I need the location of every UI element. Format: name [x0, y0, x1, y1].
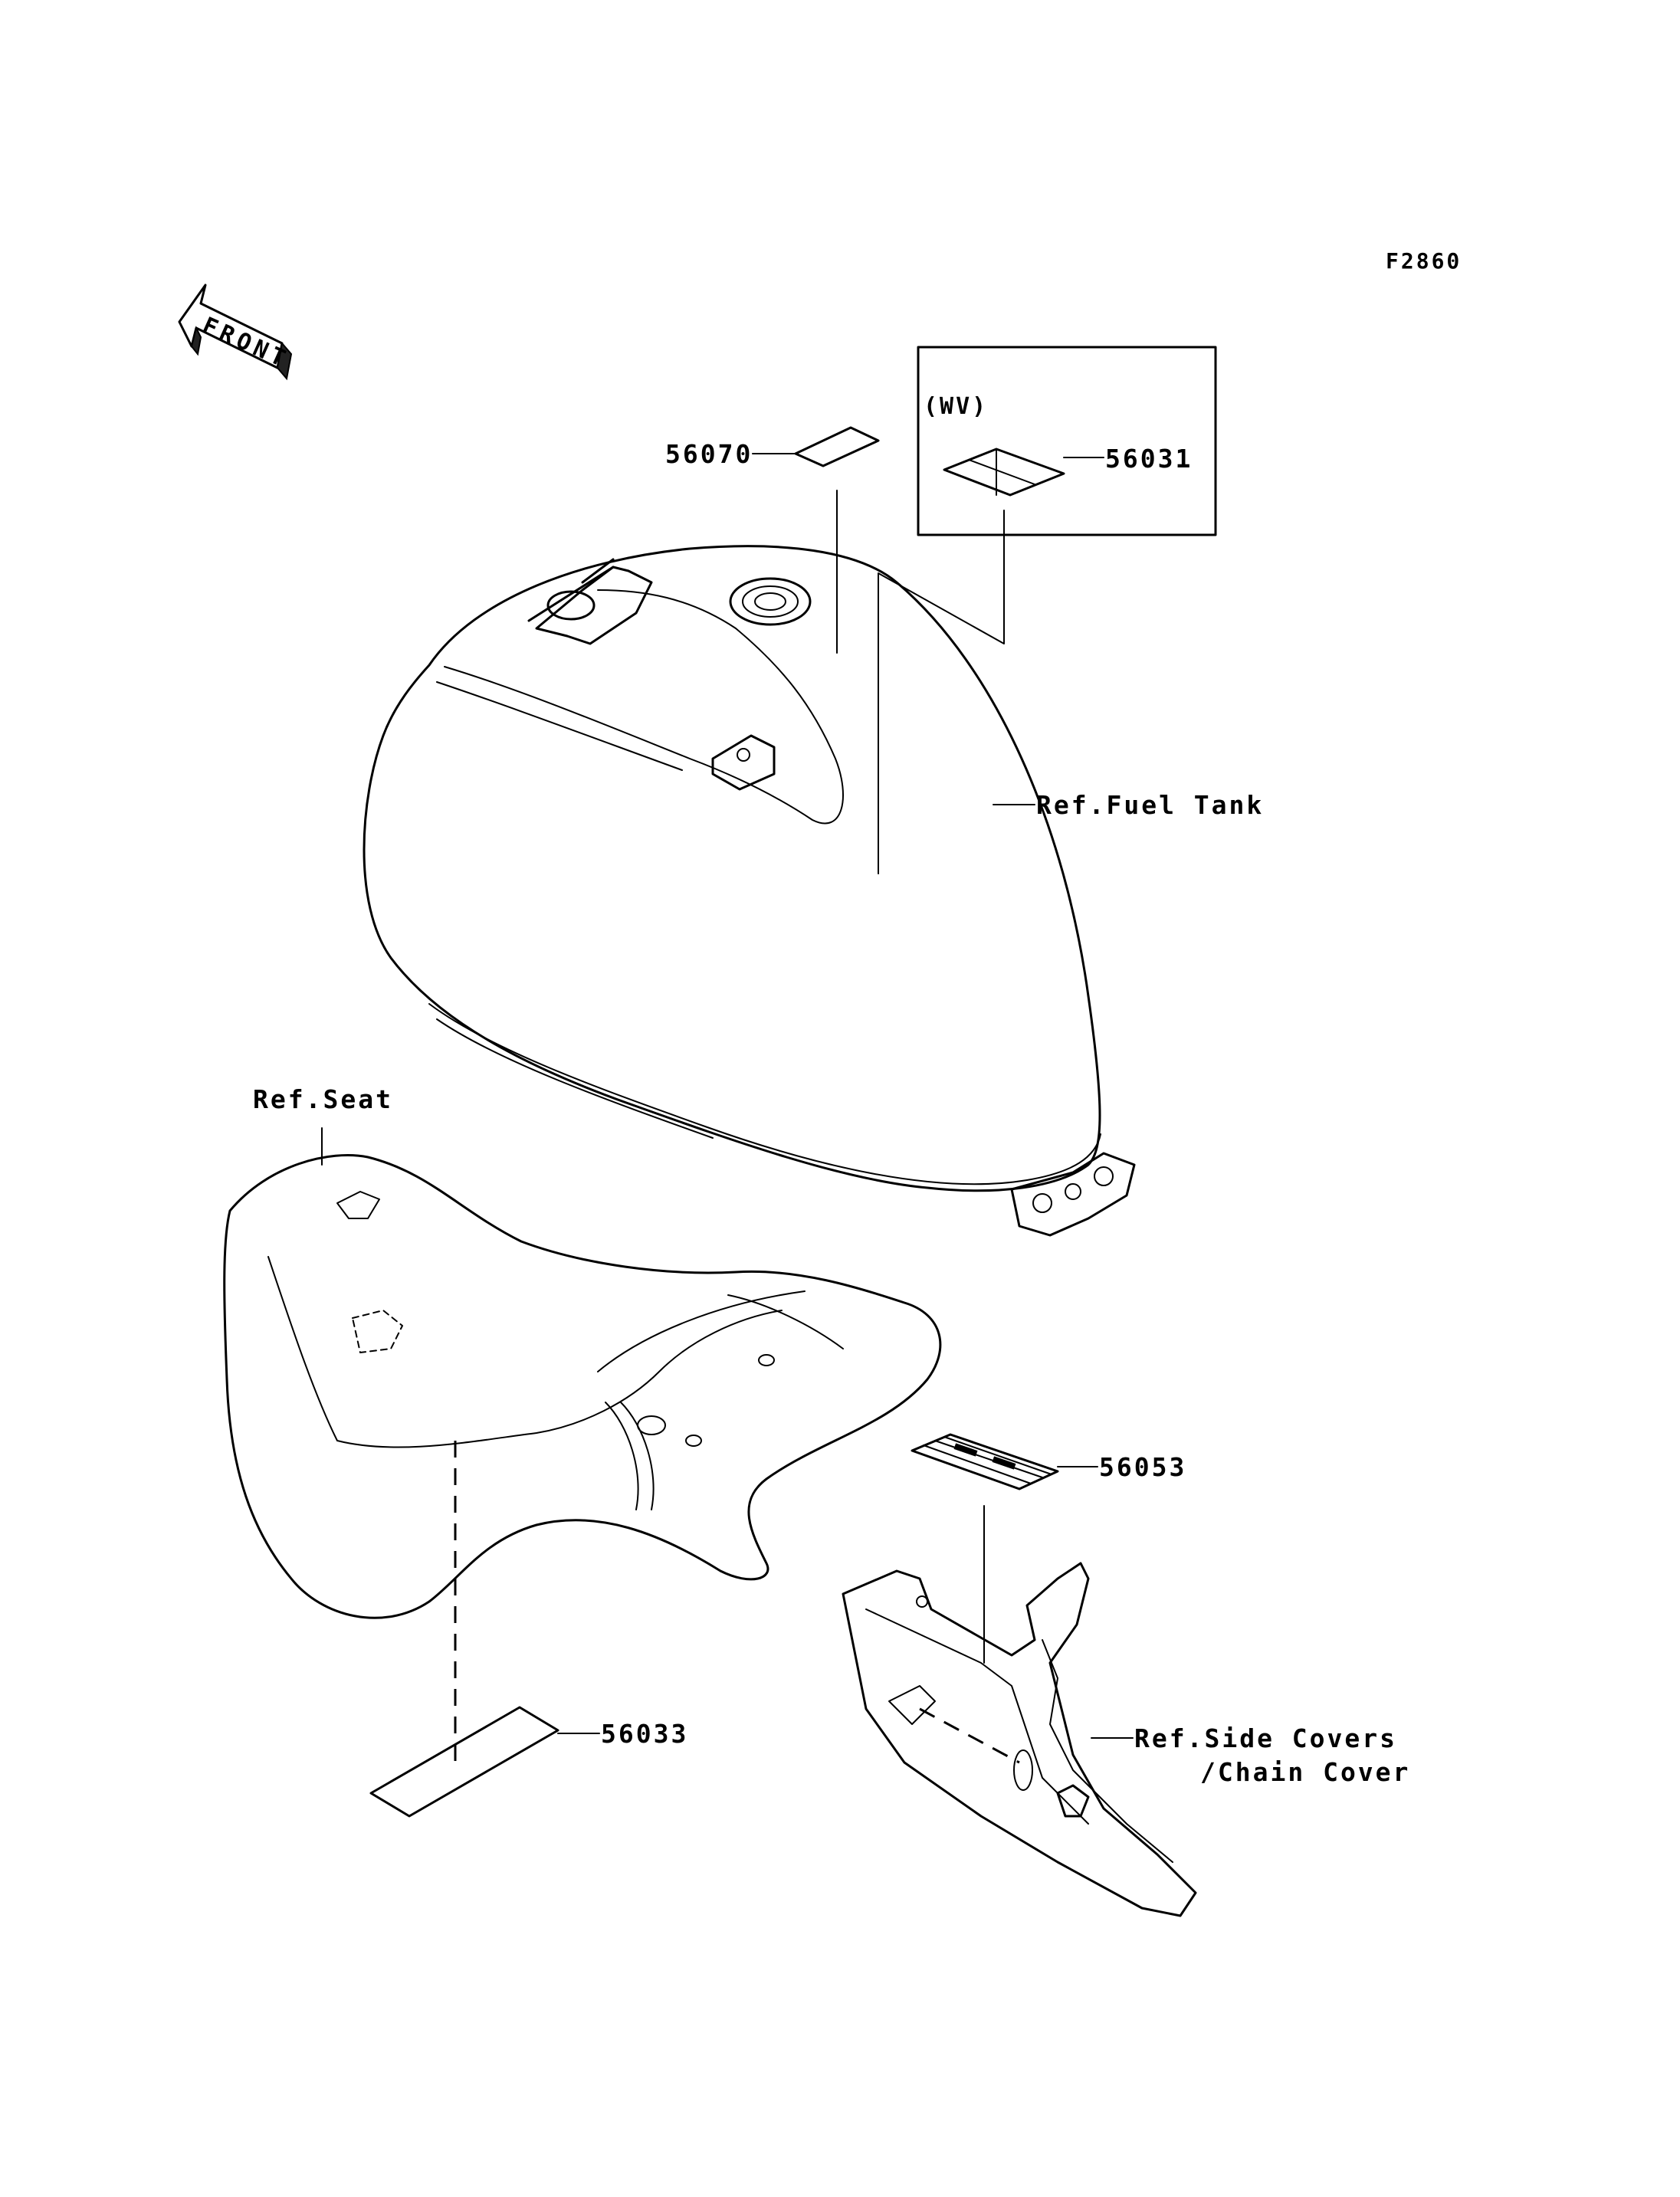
side-cover-drawing [842, 1562, 1197, 1917]
figure-code: F2860 [1386, 248, 1462, 274]
seat-drawing [223, 1154, 942, 1619]
part-number-56033: 56033 [601, 1719, 689, 1749]
ref-fuel-tank-label: Ref.Fuel Tank [1036, 790, 1265, 820]
decal-56031 [943, 448, 1065, 497]
part-number-56053: 56053 [1099, 1452, 1187, 1482]
front-arrow-label: FRONT [199, 312, 294, 374]
part-number-56031: 56031 [1105, 444, 1193, 474]
ref-chain-cover-label: /Chain Cover [1200, 1757, 1411, 1787]
ref-seat-label: Ref.Seat [253, 1084, 393, 1114]
front-arrow-icon: FRONT [178, 284, 294, 381]
wv-variant-label: (WV) [924, 393, 989, 420]
decal-56070 [794, 426, 880, 467]
fuel-tank-drawing [363, 545, 1136, 1237]
decal-56053 [911, 1433, 1059, 1490]
ref-side-covers-label: Ref.Side Covers [1134, 1723, 1398, 1753]
part-number-56070: 56070 [665, 439, 753, 469]
wv-variant-box [917, 346, 1217, 536]
decal-56033 [369, 1706, 559, 1818]
